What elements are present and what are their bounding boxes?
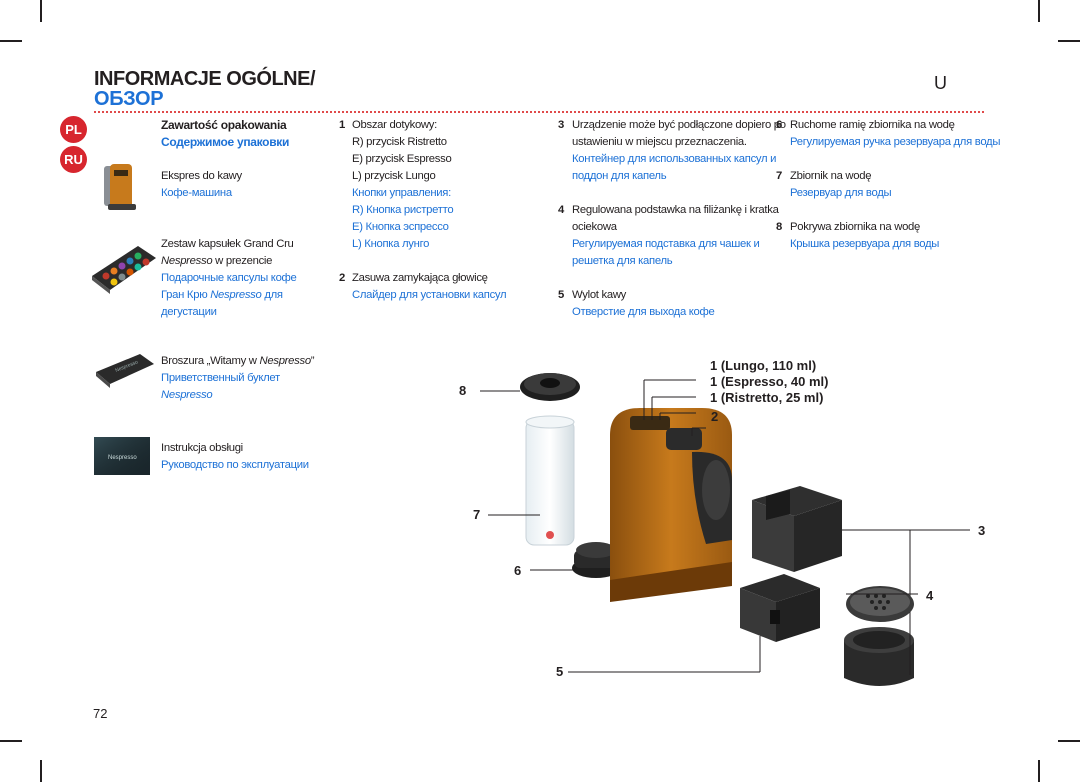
contents-item-capsules-ru-line2: Гран Крю Nespresso для xyxy=(161,287,283,304)
part-number: 8 xyxy=(776,221,782,233)
callout-number-3: 3 xyxy=(978,523,986,538)
callout-number-2: 2 xyxy=(711,409,719,424)
ristretto-button-callout: 1 (Ristretto, 25 ml) xyxy=(710,390,824,405)
contents-item-capsules-ru-suffix: для xyxy=(261,289,283,301)
crop-mark xyxy=(0,40,22,42)
welcome-brochure-thumbnail: Nespresso xyxy=(96,354,154,388)
drip-grid xyxy=(846,586,914,622)
part-1-pl-line: E) przycisk Espresso xyxy=(352,153,452,165)
header-divider xyxy=(94,111,984,113)
part-3-ru-line: поддон для капель xyxy=(572,170,667,182)
user-manual-thumbnail: Nespresso xyxy=(94,437,150,475)
part-7-pl-line: Zbiornik na wodę xyxy=(790,170,872,182)
part-3-ru-line: Контейнер для использованных капсул и xyxy=(572,153,777,165)
part-number: 7 xyxy=(776,170,782,182)
part-4-ru-line: Регулируемая подставка для чашек и xyxy=(572,238,760,250)
part-number: 5 xyxy=(558,289,564,301)
contents-item-capsules-ru-prefix: Гран Крю xyxy=(161,289,211,301)
part-number: 6 xyxy=(776,119,782,131)
capsule-box-thumbnail xyxy=(92,246,156,294)
crop-mark xyxy=(0,740,22,742)
language-badge-pl: PL xyxy=(60,116,87,143)
part-8-pl-line: Pokrywa zbiornika na wodę xyxy=(790,221,921,233)
contents-item-manual-pl: Instrukcja obsługi xyxy=(161,442,243,454)
cup-support xyxy=(844,627,914,686)
part-4-pl-line: ociekowa xyxy=(572,221,617,233)
contents-heading-ru: Содержимое упаковки xyxy=(161,135,290,149)
part-6-ru-line: Регулируемая ручка резервуара для воды xyxy=(790,136,1001,148)
crop-mark xyxy=(1038,0,1040,22)
callout-number-5: 5 xyxy=(556,664,564,679)
contents-item-capsules-ru-line3: дегустации xyxy=(161,306,217,318)
brand-name-italic: Nespresso xyxy=(259,355,312,367)
contents-item-manual-ru: Руководство по эксплуатации xyxy=(161,459,309,471)
crop-mark xyxy=(40,0,42,22)
water-tank xyxy=(525,415,575,546)
part-8-ru-line: Крышка резервуара для воды xyxy=(790,238,940,250)
used-capsule-container xyxy=(752,486,842,572)
callout-number-8: 8 xyxy=(459,383,467,398)
part-6-pl-line: Ruchome ramię zbiornika na wodę xyxy=(790,119,955,131)
part-1-ru-line: E) Кнопка эспрессо xyxy=(352,221,449,233)
part-3-pl-line: Urządzenie może być podłączone dopiero p… xyxy=(572,119,786,131)
lungo-button-callout: 1 (Lungo, 110 ml) xyxy=(710,358,817,373)
part-2-ru-line: Слайдер для установки капсул xyxy=(352,289,507,301)
part-number: 4 xyxy=(558,204,564,216)
drip-tray xyxy=(740,574,820,642)
water-tank-lid xyxy=(520,373,580,401)
machine-model-letter: U xyxy=(934,73,947,93)
part-1-ru-line: R) Кнопка ристретто xyxy=(352,204,454,216)
part-3-pl-line: ustawieniu w miejscu przeznaczenia. xyxy=(572,136,747,148)
espresso-button-callout: 1 (Espresso, 40 ml) xyxy=(710,374,829,389)
contents-item-brochure-ru-line2: Nespresso xyxy=(161,389,213,401)
crop-mark xyxy=(40,760,42,782)
part-1-pl-line: Obszar dotykowy: xyxy=(352,119,437,131)
callout-number-7: 7 xyxy=(473,507,481,522)
part-1-pl-line: R) przycisk Ristretto xyxy=(352,136,447,148)
coffee-machine-thumbnail xyxy=(104,164,136,210)
contents-item-machine-pl: Ekspres do kawy xyxy=(161,170,242,182)
page-title-russian: ОБЗОР xyxy=(94,88,164,110)
contents-item-brochure-pl-prefix: Broszura „Witamy w xyxy=(161,355,260,367)
coffee-machine-body xyxy=(610,408,732,602)
part-5-ru-line: Отверстие для выхода кофе xyxy=(572,306,715,318)
language-badge-ru: RU xyxy=(60,146,87,173)
part-4-ru-line: решетка для капель xyxy=(572,255,673,267)
contents-item-machine-ru: Кофе-машина xyxy=(161,187,232,199)
callout-number-6: 6 xyxy=(514,563,522,578)
part-5-pl-line: Wylot kawy xyxy=(572,289,627,301)
contents-item-capsules-pl-line2: Nespresso w prezencie xyxy=(161,253,272,270)
part-number: 3 xyxy=(558,119,564,131)
contents-heading-pl: Zawartość opakowania xyxy=(161,118,287,132)
part-1-pl-line: L) przycisk Lungo xyxy=(352,170,436,182)
contents-item-capsules-ru-line1: Подарочные капсулы кофе xyxy=(161,272,297,284)
water-tank-handle xyxy=(572,542,620,578)
crop-mark xyxy=(1058,40,1080,42)
contents-item-brochure-ru-line1: Приветственный буклет xyxy=(161,372,280,384)
crop-mark xyxy=(1058,740,1080,742)
contents-item-brochure-pl: Broszura „Witamy w Nespresso” xyxy=(161,353,315,370)
page-number: 72 xyxy=(93,706,108,721)
contents-item-capsules-pl-line1: Zestaw kapsułek Grand Cru xyxy=(161,238,294,250)
contents-item-brochure-pl-suffix: ” xyxy=(310,355,315,367)
exploded-machine-diagram xyxy=(480,373,970,686)
brand-name-italic: Nespresso xyxy=(210,289,262,301)
part-2-pl-line: Zasuwa zamykająca głowicę xyxy=(352,272,488,284)
crop-mark xyxy=(1038,760,1040,782)
part-number: 2 xyxy=(339,272,345,284)
part-number: 1 xyxy=(339,119,345,131)
part-1-ru-line: Кнопки управления: xyxy=(352,187,451,199)
part-4-pl-line: Regulowana podstawka na filiżankę i krat… xyxy=(572,204,779,216)
part-1-ru-line: L) Кнопка лунго xyxy=(352,238,430,250)
brand-name-italic: Nespresso xyxy=(161,255,213,267)
manual-cover-text: Nespresso xyxy=(108,455,137,461)
contents-item-capsules-pl-suffix: w prezencie xyxy=(212,255,273,267)
page-title-polish: INFORMACJE OGÓLNE/ xyxy=(94,68,316,90)
callout-number-4: 4 xyxy=(926,588,934,603)
part-7-ru-line: Резервуар для воды xyxy=(790,187,892,199)
